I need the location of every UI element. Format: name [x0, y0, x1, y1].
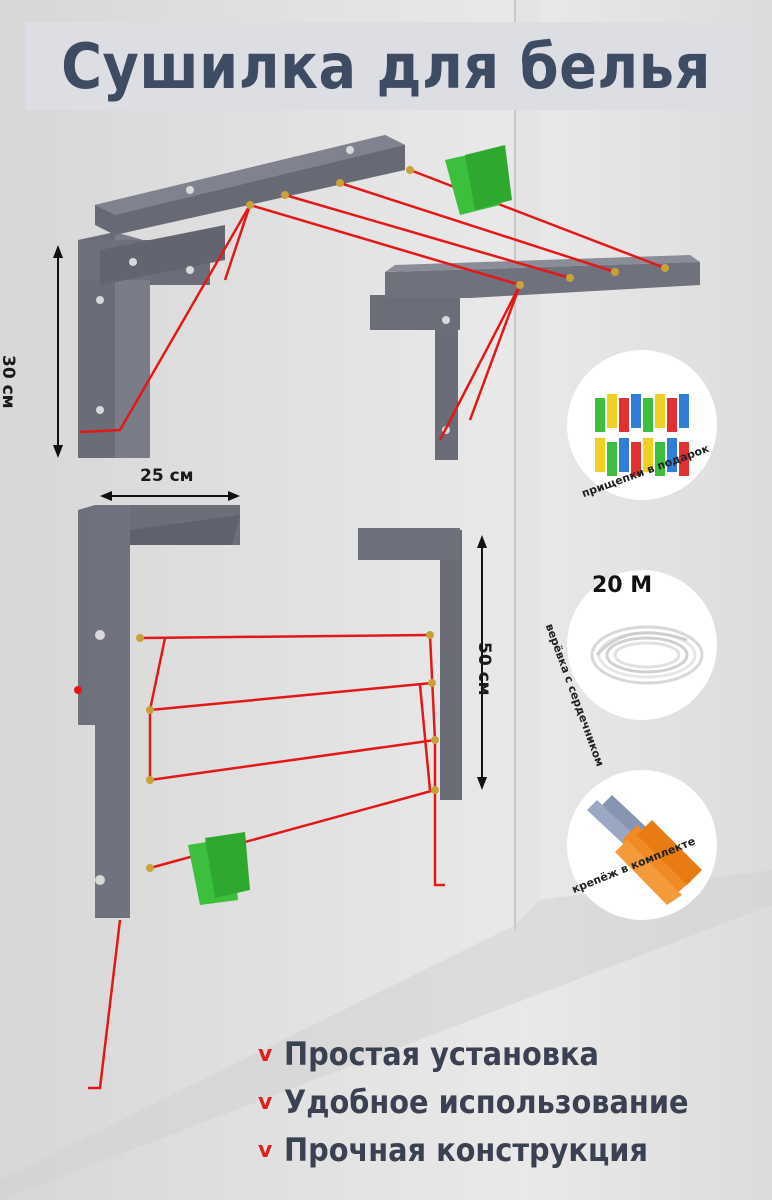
clothespin-icon — [445, 145, 512, 215]
rope-length: 20 М — [592, 573, 653, 598]
feature-item: v Прочная конструкция — [258, 1126, 689, 1174]
top-dryer — [53, 135, 700, 460]
feature-text: Прочная конструкция — [284, 1131, 648, 1169]
wall-corner — [515, 0, 540, 925]
page-title: Сушилка для белья — [61, 29, 711, 103]
feature-text: Простая установка — [284, 1035, 599, 1073]
check-icon: v — [258, 1137, 273, 1163]
feature-item: v Удобное использование — [258, 1078, 689, 1126]
fasteners-badge — [567, 770, 717, 920]
floor-shadow — [0, 870, 772, 1200]
bottom-dryer — [74, 505, 487, 1090]
dimension-width: 25 см — [140, 466, 194, 486]
feature-text: Удобное использование — [284, 1083, 689, 1121]
dimension-height-bottom: 50 см — [474, 642, 494, 696]
feature-item: v Простая установка — [258, 1030, 689, 1078]
dimension-height-top: 30 см — [0, 355, 18, 409]
clothespins-badge — [567, 350, 717, 500]
features-list: v Простая установка v Удобное использова… — [258, 1030, 689, 1174]
check-icon: v — [258, 1089, 273, 1115]
fasteners-icon — [587, 795, 702, 905]
rope-badge — [567, 570, 717, 720]
check-icon: v — [258, 1041, 273, 1067]
clothespins-icon — [595, 394, 689, 476]
title-banner: Сушилка для белья — [25, 22, 747, 110]
clothespin-icon — [188, 832, 250, 905]
rope-icon — [590, 625, 704, 685]
